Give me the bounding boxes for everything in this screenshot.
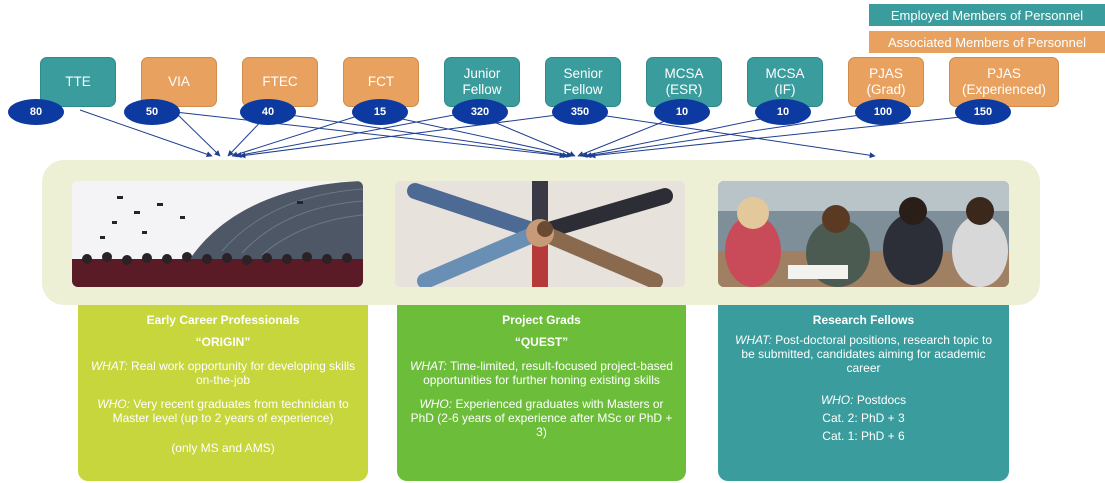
program-cat2: Cat. 2: PhD + 3 (822, 411, 905, 425)
category-label: VIA (168, 74, 190, 89)
category-box: PJAS (Experienced) (949, 57, 1059, 107)
category-label: Senior Fellow (563, 66, 603, 97)
count-badge: 10 (654, 99, 710, 125)
arrow (589, 114, 981, 159)
graduation-photo (72, 181, 363, 287)
category-label: Junior Fellow (462, 66, 502, 97)
program-what: WHAT: Time-limited, result-focused proje… (410, 359, 673, 387)
category-label: PJAS (Grad) (866, 66, 906, 97)
category-label: TTE (65, 74, 91, 89)
arrow (585, 111, 881, 159)
group-study-photo (718, 181, 1009, 287)
arrow (579, 111, 876, 159)
program-cat1: Cat. 1: PhD + 6 (822, 429, 905, 443)
category-box: MCSA (IF) (747, 57, 823, 107)
category-label: FTEC (262, 74, 298, 89)
program-box-origin: Early Career Professionals “ORIGIN” WHAT… (78, 305, 368, 481)
category-box: FTEC (242, 57, 318, 107)
count-badge: 100 (855, 99, 911, 125)
category-label: PJAS (Experienced) (961, 66, 1047, 97)
count-badge: 150 (955, 99, 1011, 125)
program-title: Research Fellows (812, 313, 915, 327)
category-label: FCT (367, 74, 395, 89)
arrow (269, 111, 569, 159)
arrow (79, 109, 213, 158)
arrow (581, 114, 781, 158)
count-badge: 320 (452, 99, 508, 125)
program-who: WHO: Postdocs (820, 393, 907, 407)
count-badge: 10 (755, 99, 811, 125)
category-box: PJAS (Grad) (848, 57, 924, 107)
program-subtitle: “QUEST” (514, 335, 569, 349)
legend-employed: Employed Members of Personnel (869, 4, 1105, 26)
program-note: (only MS and AMS) (171, 441, 275, 455)
category-label: MCSA (IF) (765, 66, 805, 97)
program-title: Early Career Professionals (146, 313, 300, 327)
arrow (174, 111, 221, 157)
count-badge: 15 (352, 99, 408, 125)
program-box-research: Research Fellows WHAT: Post-doctoral pos… (718, 305, 1009, 481)
teamwork-hands-photo (395, 181, 685, 287)
program-subtitle: “ORIGIN” (195, 335, 251, 349)
arrow (235, 111, 471, 158)
count-badge: 50 (124, 99, 180, 125)
category-box: Senior Fellow (545, 57, 621, 107)
category-box: Junior Fellow (444, 57, 520, 107)
arrow (231, 111, 371, 158)
category-box: TTE (40, 57, 116, 107)
count-badge: 350 (552, 99, 608, 125)
program-what: WHAT: Post-doctoral positions, research … (735, 333, 992, 375)
program-who: WHO: Experienced graduates with Masters … (410, 397, 673, 439)
category-label: MCSA (ESR) (664, 66, 704, 97)
category-box: FCT (343, 57, 419, 107)
arrow (369, 111, 573, 158)
program-who: WHO: Very recent graduates from technici… (97, 397, 349, 425)
count-badge: 80 (8, 99, 64, 125)
arrow (239, 111, 581, 159)
category-box: VIA (141, 57, 217, 107)
category-box: MCSA (ESR) (646, 57, 722, 107)
program-title: Project Grads (502, 313, 581, 327)
arrow (174, 111, 566, 159)
count-badge: 40 (240, 99, 296, 125)
program-what: WHAT: Real work opportunity for developi… (90, 359, 356, 387)
program-box-quest: Project Grads “QUEST” WHAT: Time-limited… (397, 305, 686, 481)
legend-associated: Associated Members of Personnel (869, 31, 1105, 53)
